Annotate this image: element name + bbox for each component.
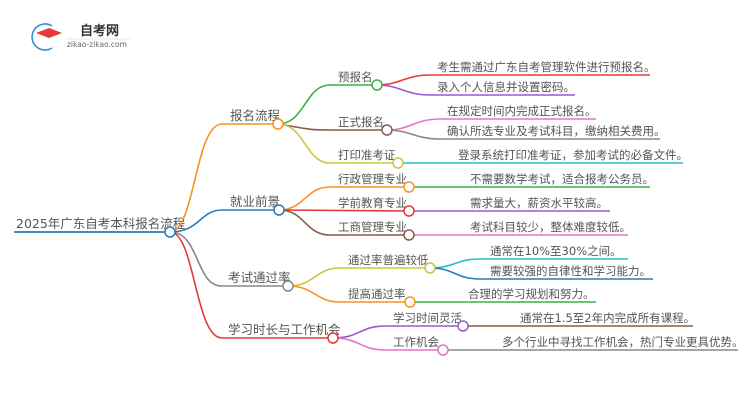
branch-employment-prospects[interactable]: 就业前景 [230,194,280,209]
node-formal-registration[interactable]: 正式报名 [338,115,384,129]
collapse-toggle[interactable] [272,118,284,130]
leaf-text: 考生需通过广东自考管理软件进行预报名。 [437,60,656,74]
leaf-text: 确认所选专业及考试科目，缴纳相关费用。 [447,124,666,138]
leaf-text: 登录系统打印准考证，参加考试的必备文件。 [458,148,688,162]
node-preschool-education-major[interactable]: 学前教育专业 [338,196,407,210]
collapse-toggle[interactable] [371,79,383,91]
collapse-toggle[interactable] [327,332,339,344]
branch-registration-process[interactable]: 报名流程 [230,108,281,123]
leaf-text: 需求量大，薪资水平较高。 [470,196,608,210]
collapse-toggle[interactable] [403,229,415,241]
collapse-toggle[interactable] [403,205,415,217]
leaf-text: 合理的学习规划和努力。 [468,287,595,301]
collapse-toggle[interactable] [273,204,285,216]
logo-title: 自考网 [80,23,119,39]
logo: 自考网 zikao-zikao.com [31,23,130,51]
logo-url: zikao-zikao.com [67,40,127,49]
leaf-text: 考试科目较少，整体难度较低。 [470,220,631,234]
leaf-text: 通常在10%至30%之间。 [490,244,622,258]
leaf-text: 录入个人信息并设置密码。 [437,80,575,94]
node-administration-major[interactable]: 行政管理专业 [338,172,407,186]
collapse-toggle[interactable] [403,181,415,193]
node-job-opportunities[interactable]: 工作机会 [393,335,439,349]
graduation-cap-icon [36,28,62,38]
node-low-pass-rate[interactable]: 通过率普遍较低 [348,253,429,267]
leaf-text: 多个行业中寻找工作机会，热门专业更具优势。 [502,335,744,349]
node-pre-registration[interactable]: 预报名 [338,70,373,84]
branch-pass-rate[interactable]: 考试通过率 [228,270,291,285]
node-print-admission-ticket[interactable]: 打印准考证 [338,148,396,162]
leaf-text: 通常在1.5至2年内完成所有课程。 [520,311,695,325]
leaf-text: 在规定时间内完成正式报名。 [447,104,597,118]
collapse-toggle[interactable] [282,280,294,292]
logo-ring-icon [31,23,53,51]
collapse-toggle[interactable] [424,262,436,274]
branch-study-duration-jobs[interactable]: 学习时长与工作机会 [228,322,341,337]
collapse-toggle[interactable] [404,296,416,308]
collapse-toggle[interactable] [437,344,449,356]
node-improve-pass-rate[interactable]: 提高通过率 [348,287,406,301]
collapse-toggle[interactable] [392,157,404,169]
collapse-toggle[interactable] [164,226,176,238]
leaf-text: 需要较强的自律性和学习能力。 [490,264,651,278]
node-flexible-study-time[interactable]: 学习时间灵活 [393,311,462,325]
collapse-toggle[interactable] [381,124,393,136]
collapse-toggle[interactable] [457,320,469,332]
leaf-text: 不需要数学考试，适合报考公务员。 [470,172,654,186]
root-node[interactable]: 2025年广东自考本科报名流程 [16,216,186,231]
node-business-administration-major[interactable]: 工商管理专业 [338,220,407,234]
